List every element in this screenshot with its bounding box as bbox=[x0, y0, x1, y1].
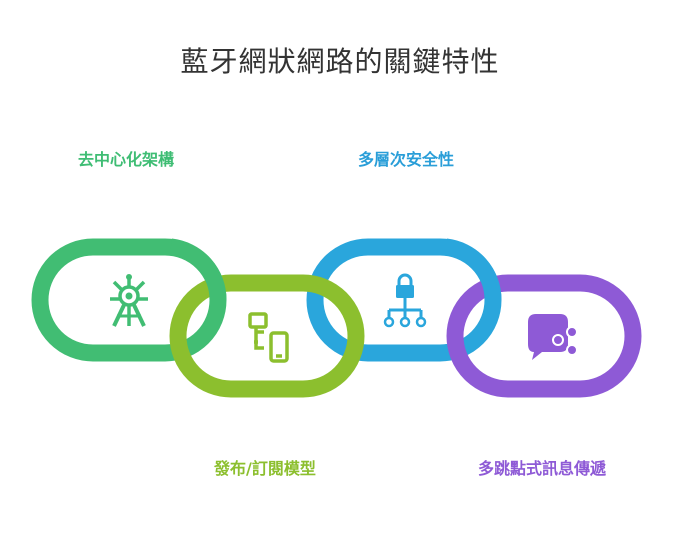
chain-link-olive bbox=[169, 274, 365, 398]
feature-label-decentralized: 去中心化架構 bbox=[78, 150, 175, 169]
chain-link-blue-overlap bbox=[444, 238, 502, 301]
decentralized-network-icon bbox=[110, 274, 148, 327]
diagram-title: 藍牙網狀網路的關鍵特性 bbox=[180, 45, 500, 78]
chain-link-green-overlap bbox=[169, 238, 227, 301]
share-message-icon bbox=[528, 314, 578, 360]
lock-network-icon bbox=[383, 273, 427, 328]
feature-label-pubsub: 發布/訂閱模型 bbox=[214, 459, 316, 478]
chain-link-purple bbox=[446, 274, 642, 398]
feature-label-multihop: 多跳點式訊息傳遞 bbox=[478, 459, 607, 478]
feature-label-security: 多層次安全性 bbox=[358, 150, 455, 169]
devices-icon bbox=[248, 312, 289, 363]
